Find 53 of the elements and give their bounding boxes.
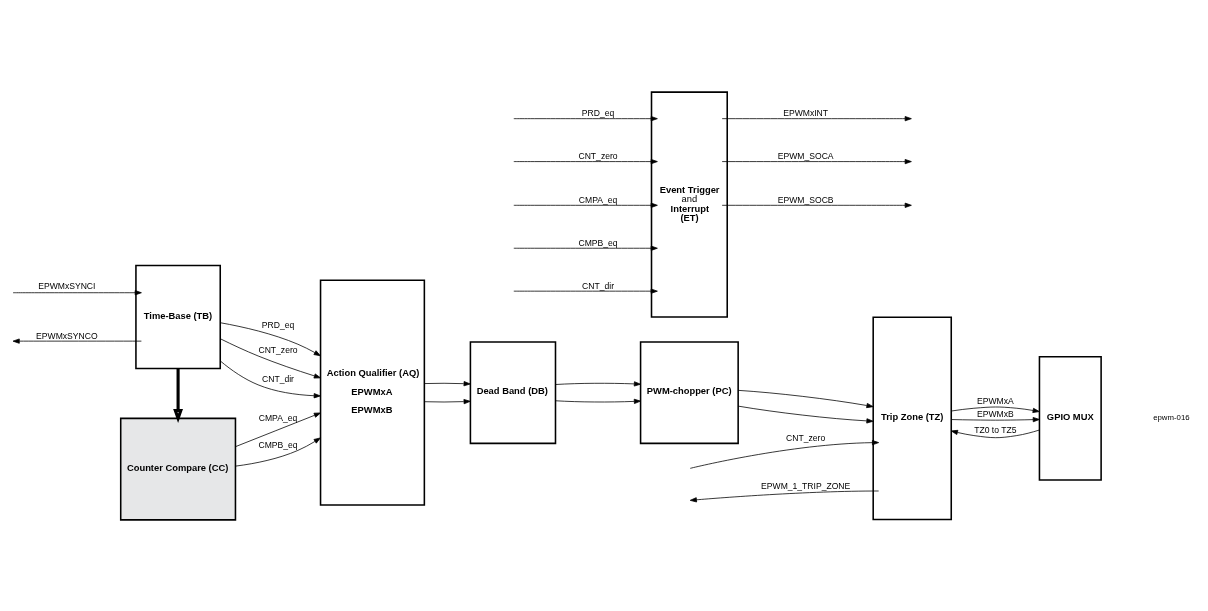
arrow [951,406,1040,413]
node-box: Dead Band (DB) [469,340,557,444]
edge-label: EPWMxB [977,408,1014,419]
arrow [424,380,471,386]
node-box: GPIO MUX [1038,355,1102,481]
edge-label: CNT_zero [578,150,618,161]
arrow [950,429,1040,438]
label: epwm-016 [1153,412,1190,422]
arrow [12,338,142,344]
arrow [219,337,321,378]
edge-label: CMPB_eq [258,439,298,450]
arrow [721,202,912,208]
edge-label: TZ0 to TZ5 [974,424,1017,435]
arrow [424,398,471,404]
edge-label: CMPB_eq [578,237,618,248]
node-box: Counter Compare (CC) [119,417,237,521]
node-box: PWM-chopper (PC) [639,340,739,444]
arrow [737,389,874,408]
node-box: Action Qualifier (AQ) EPWMxA EPWMxB [319,278,426,506]
edge-label: PRD_eq [261,319,295,330]
edge-label: PRD_eq [581,107,615,118]
arrow [689,439,880,469]
arrow [219,360,321,398]
edge-label: EPWMxSYNCO [36,330,98,341]
arrow [555,380,641,386]
edge-label: CMPA_eq [578,194,618,205]
edge-label: CNT_zero [258,344,298,355]
arrow [513,115,658,121]
arrow [12,289,142,295]
arrow [950,416,1040,422]
edge-label: EPWM_1_TRIP_ZONE [761,480,851,490]
edge-label: EPWM_SOCA [777,150,834,161]
arrow [737,405,874,423]
arrow [689,490,880,502]
arrow [721,115,912,121]
edge-label: EPWMxSYNCI [38,280,96,291]
arrow [235,437,321,466]
arrow [235,412,321,447]
edge-label: CNT_dir [582,280,615,291]
edge-label: EPWMxINT [783,107,829,118]
arrow [513,158,658,164]
edge-label: CNT_dir [262,373,294,384]
edge-label: EPWM_SOCB [777,194,834,205]
edge-label: CNT_zero [786,432,826,443]
arrow [721,158,912,164]
arrow [513,288,658,294]
arrow [513,245,658,251]
arrow [555,398,641,404]
edge-label: CMPA_eq [258,412,298,423]
arrow [220,321,321,356]
arrow [513,202,658,208]
edge-label: EPWMxA [977,395,1014,406]
arrow [173,368,183,423]
